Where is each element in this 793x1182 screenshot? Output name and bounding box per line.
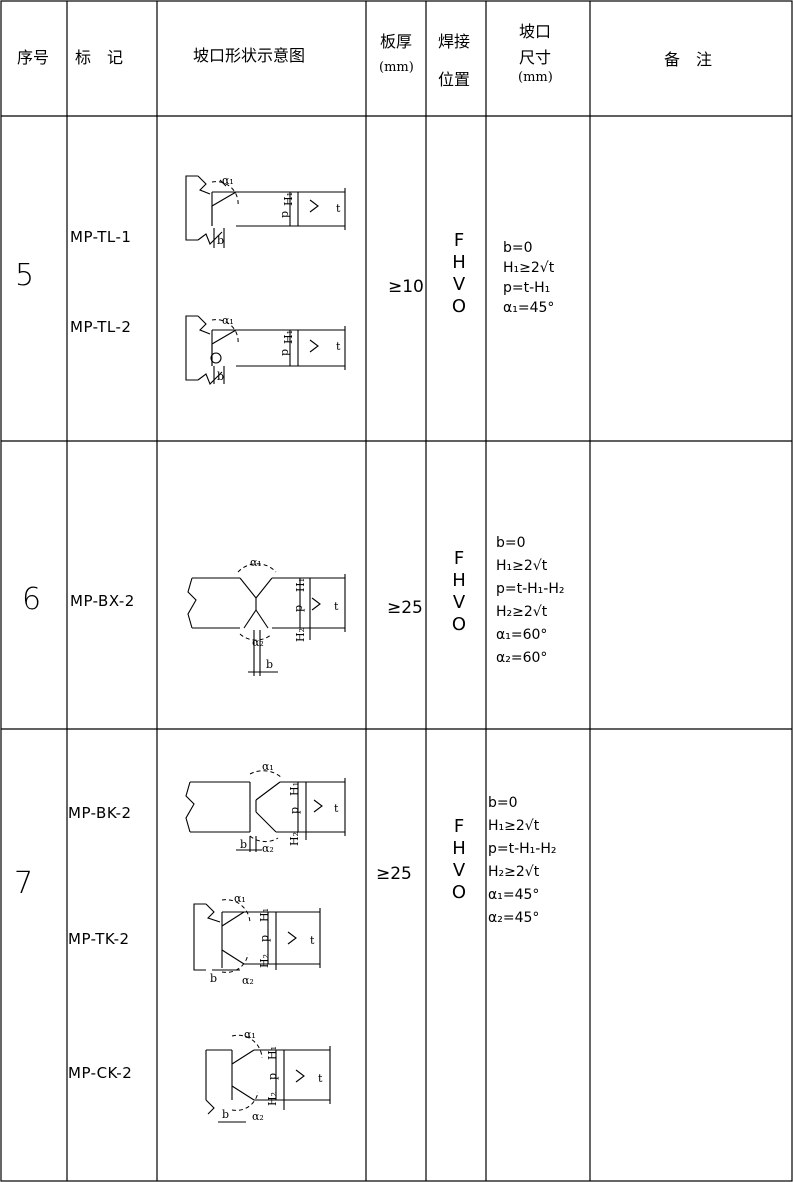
dim-b: b=0 [496,535,526,551]
header-thickness-line1: 板厚 [380,32,413,51]
dim-h1: H₁≥2√t [488,818,540,834]
position-v: V [452,592,466,613]
row-7-mark-2: MP-TK-2 [68,930,130,948]
header-thickness-unit: (mm) [379,60,414,75]
header-position-line2: 位置 [438,70,471,89]
dim-alpha2: α₂=45° [488,910,540,926]
dim-alpha1: α₁=45° [488,887,540,903]
row-7-thickness: ≥25 [376,864,412,884]
position-v: V [452,860,466,881]
header-mark: 标 记 [75,48,124,67]
position-o: O [451,882,467,903]
row-5-thickness: ≥10 [388,277,424,297]
row-5-mark-1: MP-TL-1 [70,228,132,246]
position-f: F [453,230,465,251]
dim-b: b=0 [503,240,533,256]
dim-alpha1: α₁=45° [503,300,555,316]
row-6-thickness: ≥25 [387,598,423,618]
header-size-line2: 尺寸 [519,48,552,67]
dim-b: b=0 [488,795,518,811]
row-7-dims: b=0 H₁≥2√t p=t-H₁-H₂ H₂≥2√t α₁=45° α₂=45… [488,792,557,930]
row-5-dims: b=0 H₁≥2√t p=t-H₁ α₁=45° [503,238,554,318]
row-5-positions: F H V O [449,230,469,318]
position-f: F [453,816,465,837]
row-7-mark-1: MP-BK-2 [68,804,132,822]
header-size-unit: (mm) [518,70,553,85]
row-6-positions: F H V O [449,548,469,636]
header-diagram: 坡口形状示意图 [193,46,306,65]
dim-alpha2: α₂=60° [496,650,548,666]
row-6-seq: 6 [22,582,42,617]
position-o: O [451,296,467,317]
dim-p: p=t-H₁-H₂ [496,581,565,597]
position-o: O [451,614,467,635]
dim-p: p=t-H₁ [503,280,551,296]
position-h: H [452,838,466,859]
dim-h1: H₁≥2√t [496,558,548,574]
row-6-dims: b=0 H₁≥2√t p=t-H₁-H₂ H₂≥2√t α₁=60° α₂=60… [496,532,565,670]
dim-h2: H₂≥2√t [488,864,540,880]
dim-h2: H₂≥2√t [496,604,548,620]
position-v: V [452,274,466,295]
header-position-line1: 焊接 [438,32,471,51]
position-f: F [453,548,465,569]
position-h: H [452,570,466,591]
header-remark: 备 注 [664,50,713,69]
header-seq: 序号 [17,48,50,67]
dim-h1: H₁≥2√t [503,260,555,276]
dim-p: p=t-H₁-H₂ [488,841,557,857]
header-size-line1: 坡口 [519,22,552,41]
row-5-seq: 5 [15,258,35,293]
dim-alpha1: α₁=60° [496,627,548,643]
row-7-positions: F H V O [449,816,469,904]
row-6-mark-1: MP-BX-2 [70,592,135,610]
row-7-mark-3: MP-CK-2 [68,1064,133,1082]
row-5-mark-2: MP-TL-2 [70,318,132,336]
position-h: H [452,252,466,273]
row-7-seq: 7 [14,866,34,901]
